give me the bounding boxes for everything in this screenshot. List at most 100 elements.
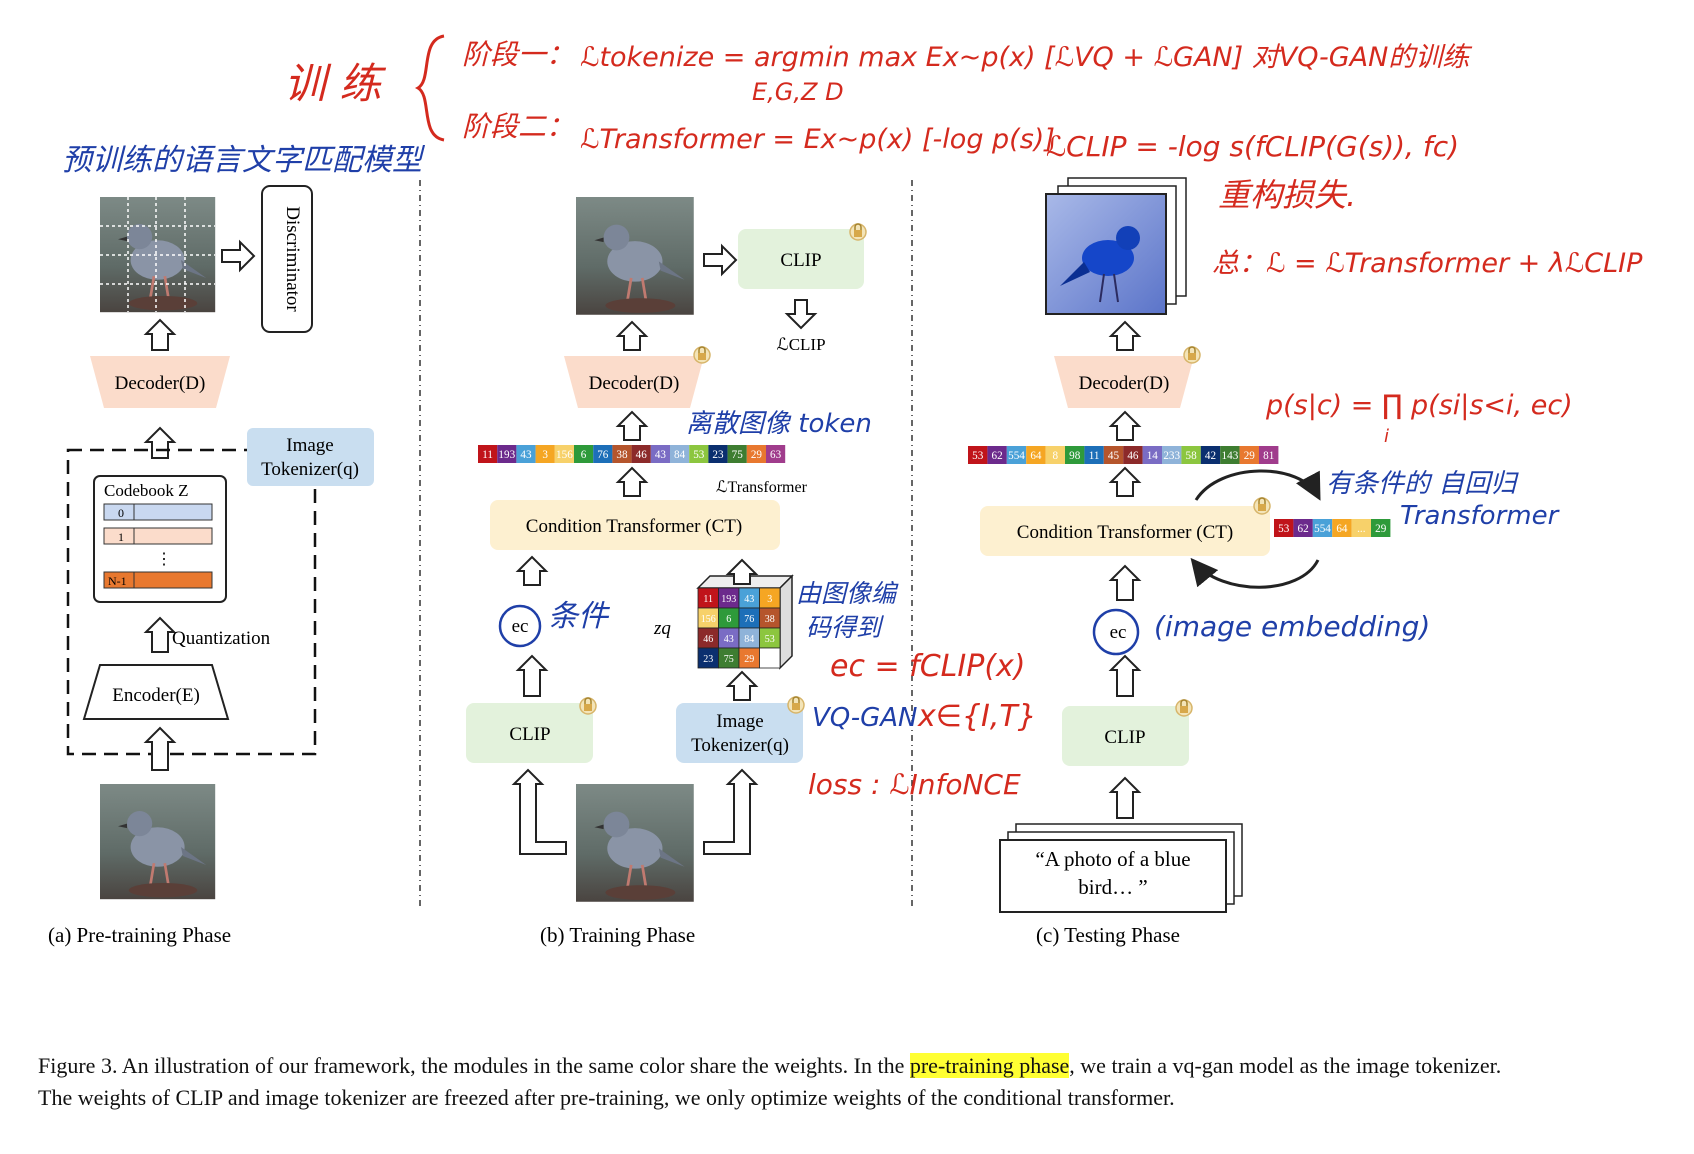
lock-icon — [579, 697, 597, 715]
clip-label-b: CLIP — [509, 724, 550, 745]
note-recon-loss: 重构损失. — [1218, 176, 1356, 214]
token-cell — [670, 445, 690, 463]
token-cell — [593, 445, 613, 463]
note-p-sub: i — [1384, 426, 1389, 447]
note-loss-infonce: loss : ℒInfoNCE — [808, 768, 1021, 801]
note-discrete-token: 离散图像 token — [686, 409, 872, 439]
token-cell — [1045, 446, 1065, 464]
token-label: 76 — [597, 449, 609, 461]
lock-icon — [849, 223, 867, 241]
caption-b: (b) Training Phase — [540, 923, 695, 947]
token-cell — [554, 445, 574, 463]
codebook-row-1 — [103, 527, 213, 545]
token-label: 62 — [1298, 523, 1309, 535]
note-vqgan: VQ-GAN — [812, 703, 918, 733]
note-transformer: Transformer — [1400, 501, 1561, 531]
lock-icon — [1253, 497, 1271, 515]
token-label: 11 — [1089, 450, 1100, 462]
ct-label-b: Condition Transformer (CT) — [526, 516, 742, 537]
note-autoregressive: 有条件的 自回归 — [1326, 469, 1519, 499]
zq-cell-label: 43 — [744, 594, 754, 605]
note-ec-formula: ec = fCLIP(x) — [830, 649, 1025, 684]
token-label: ... — [1357, 523, 1366, 535]
clip-box-b — [466, 703, 593, 763]
clip-label-top: CLIP — [780, 250, 821, 271]
prompt-line2: bird… ” — [1078, 875, 1147, 899]
note-train: 训 练 — [284, 59, 386, 108]
token-label: 29 — [751, 449, 763, 461]
token-cell — [1312, 519, 1333, 537]
note-p-formula: p(s|c) = ∏ p(si|s<i, ec) — [1265, 390, 1573, 421]
token-cell — [1239, 446, 1259, 464]
token-cell — [987, 446, 1007, 464]
zq-cell-label: 156 — [701, 614, 716, 625]
ct-box-b — [490, 500, 780, 550]
token-label: 14 — [1147, 450, 1159, 462]
token-label: 38 — [616, 449, 628, 461]
token-cell — [1026, 446, 1046, 464]
bird-image-output-b — [574, 195, 696, 317]
note-total-loss: 总：ℒ = ℒTransformer + λℒCLIP — [1212, 248, 1643, 279]
zq-cell-label: 46 — [703, 634, 713, 645]
zq-cell-label: 76 — [744, 614, 754, 625]
arrow-up — [1108, 564, 1142, 601]
token-cell — [746, 445, 766, 463]
brace — [414, 34, 445, 142]
codebook-dots: ⋮ — [156, 551, 172, 568]
token-label: 46 — [636, 449, 648, 461]
arrow-up — [615, 466, 649, 497]
arrow-image-to-tokenizer — [703, 768, 759, 855]
token-cell — [631, 445, 651, 463]
token-cell — [1123, 446, 1143, 464]
codebook-row-label: N-1 — [108, 574, 127, 588]
lock-icon — [693, 346, 711, 364]
token-label: 43 — [655, 449, 667, 461]
token-label: 6 — [581, 449, 587, 461]
token-label: 3 — [542, 449, 548, 461]
token-cell — [497, 445, 517, 463]
ec-label-b: ec — [512, 616, 529, 637]
codebook-row-label: 0 — [118, 506, 124, 520]
tokenizer-label-b1: Image — [716, 711, 763, 732]
zq-cell-label: 3 — [767, 594, 772, 605]
zq-cell — [759, 647, 781, 669]
arrow-up — [725, 558, 759, 585]
handwritten-notes: 训 练 阶段一： ℒtokenize = argmin max Ex~p(x) … — [62, 34, 1643, 801]
note-from-image: 由图像编 — [796, 579, 899, 608]
prompt-line1: “A photo of a blue — [1035, 847, 1190, 871]
token-label: 64 — [1030, 450, 1042, 462]
token-cell — [478, 445, 498, 463]
note-from-image2: 码得到 — [806, 613, 884, 642]
token-label: 29 — [1244, 450, 1256, 462]
clip-label-c: CLIP — [1104, 727, 1145, 748]
token-label: 23 — [712, 449, 724, 461]
arrow-to-clip — [703, 243, 738, 277]
discriminator-label: Discriminator — [282, 206, 303, 312]
tokenizer-label-a2: Tokenizer(q) — [261, 459, 359, 480]
token-cell — [1084, 446, 1104, 464]
token-label: 53 — [972, 450, 984, 462]
token-cell — [1220, 446, 1240, 464]
token-label: 62 — [992, 450, 1003, 462]
cube-side — [779, 574, 793, 670]
token-label: 156 — [556, 449, 573, 461]
token-cell — [1332, 519, 1352, 537]
token-label: 81 — [1263, 450, 1274, 462]
token-cell — [650, 445, 670, 463]
token-label: 29 — [1375, 523, 1387, 535]
tokenizer-dashed-box — [66, 448, 317, 756]
token-cell — [1142, 446, 1162, 464]
token-cell — [1200, 446, 1221, 464]
arrow-up — [725, 670, 759, 701]
clip-box-c — [1062, 706, 1189, 766]
token-label: 58 — [1186, 450, 1198, 462]
loss-transformer-label: ℒTransformer — [716, 479, 808, 496]
clip-box-top — [738, 229, 864, 289]
arrow-down — [784, 299, 818, 330]
note-clip-loss: ℒCLIP = -log s(fCLIP(G(s)), fc) — [1046, 130, 1459, 163]
decoder-label-a: Decoder(D) — [115, 373, 206, 394]
decoder-box-b — [564, 356, 704, 408]
